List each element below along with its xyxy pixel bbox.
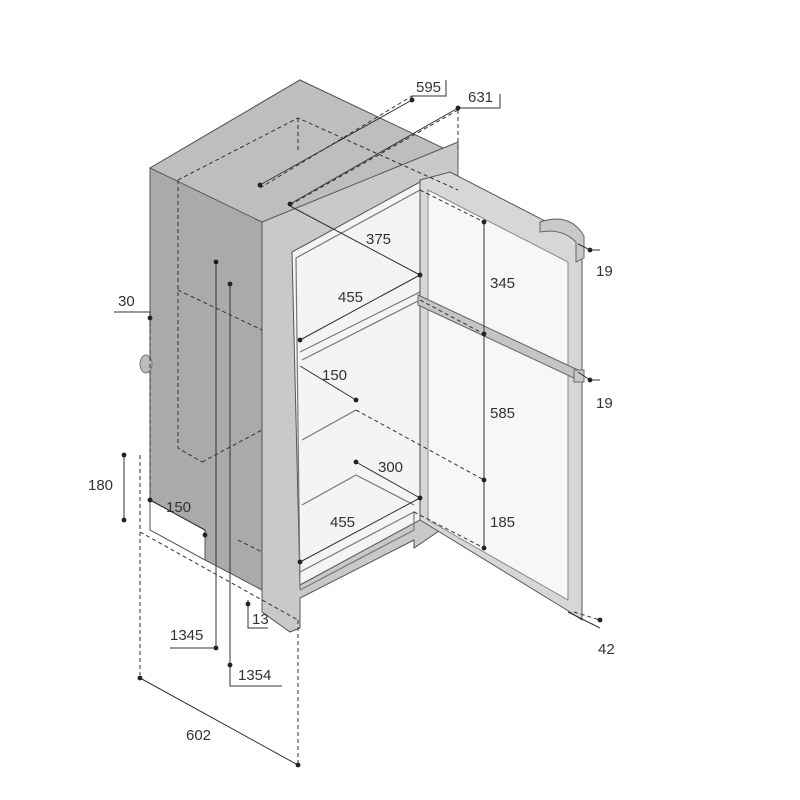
dim-455-bottom-line bbox=[299, 497, 421, 563]
freezer-top-edge bbox=[295, 189, 421, 259]
label-30: 30 bbox=[118, 293, 135, 310]
label-455-top: 455 bbox=[338, 289, 363, 306]
dim-30-line bbox=[114, 311, 151, 318]
door-inner-panel bbox=[427, 189, 569, 601]
left-inner-edge bbox=[295, 257, 301, 591]
label-180: 180 bbox=[88, 477, 113, 494]
label-1345: 1345 bbox=[170, 627, 203, 644]
bottom-lip bbox=[299, 511, 415, 591]
shelf-line bbox=[301, 409, 357, 441]
crisper-lid bbox=[301, 474, 415, 506]
label-19-mid: 19 bbox=[596, 395, 613, 412]
top-hinge bbox=[539, 218, 585, 263]
dim-631-line bbox=[289, 107, 459, 205]
label-19-top: 19 bbox=[596, 263, 613, 280]
label-185: 185 bbox=[490, 514, 515, 531]
interior-details bbox=[295, 189, 421, 591]
label-595: 595 bbox=[416, 79, 441, 96]
label-631: 631 bbox=[468, 89, 493, 106]
label-13: 13 bbox=[252, 611, 269, 628]
dim-631-leader bbox=[458, 94, 501, 109]
side-knob bbox=[139, 354, 153, 374]
label-1354: 1354 bbox=[238, 667, 271, 684]
label-300: 300 bbox=[378, 459, 403, 476]
dim-1354-line bbox=[229, 284, 282, 687]
dimension-labels: 595 631 375 455 345 19 19 30 150 585 300… bbox=[88, 79, 615, 744]
dim-300-line bbox=[355, 461, 421, 499]
label-345: 345 bbox=[490, 275, 515, 292]
dim-13-line bbox=[247, 604, 268, 629]
label-150-interior: 150 bbox=[322, 367, 347, 384]
label-375: 375 bbox=[366, 231, 391, 248]
dim-375-line bbox=[289, 205, 421, 276]
dim-595-line bbox=[259, 99, 413, 186]
cabinet bbox=[148, 79, 460, 633]
dim-455-top-line bbox=[299, 274, 421, 341]
middle-hinge bbox=[573, 369, 585, 383]
cabinet-interior bbox=[291, 181, 421, 586]
dim-602-line bbox=[139, 677, 299, 766]
dimension-dots bbox=[121, 97, 603, 768]
label-602: 602 bbox=[186, 727, 211, 744]
dim-42-line bbox=[567, 611, 601, 629]
label-585: 585 bbox=[490, 405, 515, 422]
label-150-step: 150 bbox=[166, 499, 191, 516]
dim-150-interior-line bbox=[299, 365, 357, 401]
label-42: 42 bbox=[598, 641, 615, 658]
door bbox=[417, 171, 585, 621]
label-455-bottom: 455 bbox=[330, 514, 355, 531]
